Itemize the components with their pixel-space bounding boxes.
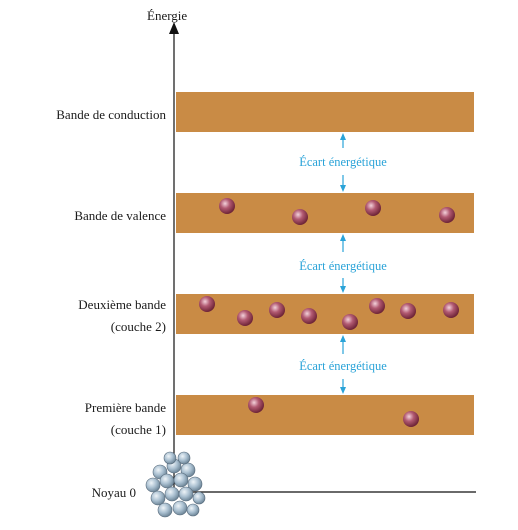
- electron: [199, 296, 215, 312]
- axis-label: Énergie: [147, 8, 187, 23]
- electron: [365, 200, 381, 216]
- electron: [443, 302, 459, 318]
- gap-arrowhead-3-up: [340, 335, 346, 342]
- gap-label-2: Écart énergétique: [299, 259, 387, 273]
- gap-label-3: Écart énergétique: [299, 359, 387, 373]
- band-label-valence: Bande de valence: [74, 208, 166, 223]
- band-first: [176, 395, 474, 435]
- nucleus-label: Noyau 0: [92, 485, 136, 500]
- band-label-second: Deuxième bande: [78, 297, 166, 312]
- gap-arrowhead-3-down: [340, 387, 346, 394]
- electron: [237, 310, 253, 326]
- electron: [342, 314, 358, 330]
- axis-arrow-icon: [169, 22, 179, 34]
- gap-arrowhead-2-up: [340, 234, 346, 241]
- electrons: [199, 198, 459, 427]
- electron: [400, 303, 416, 319]
- gap-arrows: [340, 133, 346, 394]
- electron: [403, 411, 419, 427]
- band-conduction: [176, 92, 474, 132]
- band-label-first-sub: (couche 1): [111, 422, 166, 437]
- electron: [439, 207, 455, 223]
- band-label-first: Première bande: [85, 400, 166, 415]
- band-label-second-sub: (couche 2): [111, 319, 166, 334]
- band-second: [176, 294, 474, 334]
- electron: [292, 209, 308, 225]
- electron: [248, 397, 264, 413]
- electron: [301, 308, 317, 324]
- gap-label-1: Écart énergétique: [299, 155, 387, 169]
- nucleus-icon: [145, 451, 206, 518]
- gap-arrowhead-1-up: [340, 133, 346, 140]
- gap-arrowhead-1-down: [340, 185, 346, 192]
- gap-arrowhead-2-down: [340, 286, 346, 293]
- band-valence: [176, 193, 474, 233]
- electron: [219, 198, 235, 214]
- electron: [269, 302, 285, 318]
- electron: [369, 298, 385, 314]
- band-label-conduction: Bande de conduction: [56, 107, 166, 122]
